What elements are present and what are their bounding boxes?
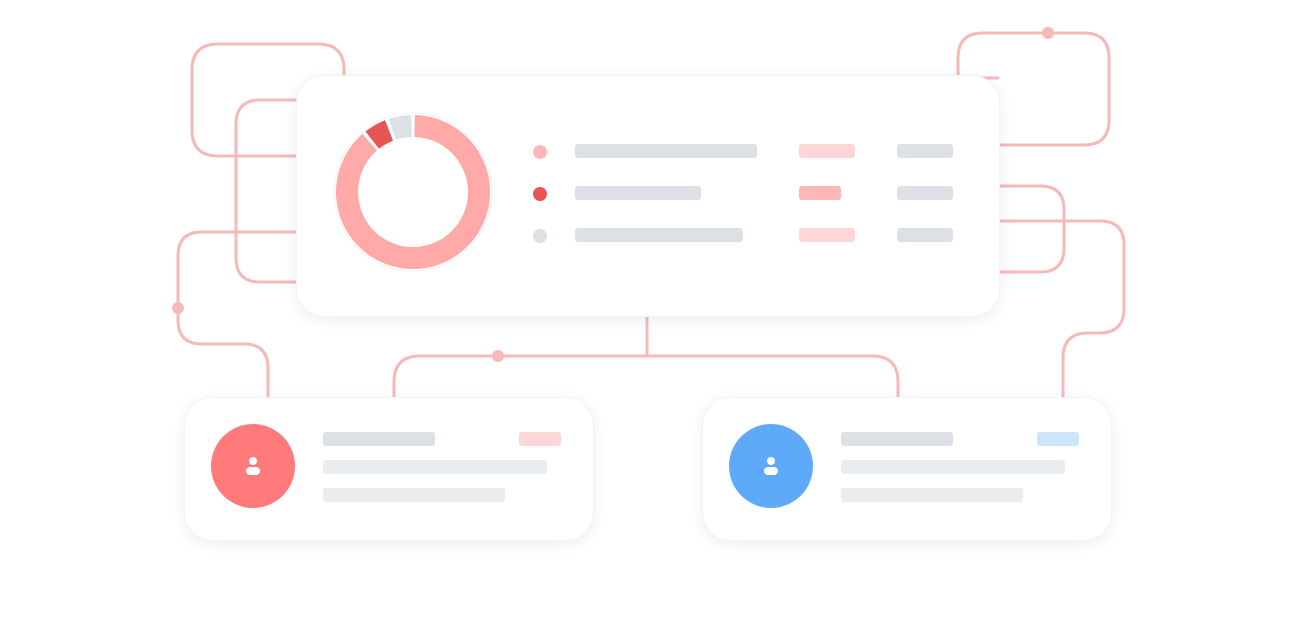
connector-right-middle (996, 184, 1066, 274)
legend-value-placeholder (897, 144, 953, 158)
donut-segment-accent (365, 120, 394, 149)
avatar (211, 424, 295, 508)
connector-left-branch (176, 230, 302, 400)
user-detail-placeholder (323, 488, 505, 502)
user-card[interactable] (702, 397, 1112, 541)
connector-left-outer (190, 42, 302, 158)
connector-right-top (956, 31, 1111, 147)
legend-value-placeholder (897, 186, 953, 200)
user-name-placeholder (323, 432, 435, 446)
legend-tag-placeholder (799, 144, 855, 158)
avatar (729, 424, 813, 508)
donut-segment-neutral (388, 115, 413, 140)
legend-label-placeholder (575, 144, 757, 158)
connector-left-outer-top (298, 42, 346, 80)
user-icon (764, 457, 778, 475)
user-tag-placeholder (1037, 432, 1079, 446)
legend-row-3 (533, 228, 963, 244)
donut-segment-large (336, 115, 490, 269)
legend-value-placeholder (897, 228, 953, 242)
connector-left-inner (234, 98, 302, 284)
connector-node-center (492, 350, 504, 362)
user-detail-placeholder (841, 460, 1065, 474)
legend-row-2 (533, 186, 963, 202)
user-card[interactable] (184, 397, 594, 541)
user-name-placeholder (841, 432, 953, 446)
user-detail-placeholder (323, 460, 547, 474)
legend-dot (533, 187, 547, 201)
donut-chart (333, 112, 493, 272)
legend-row-1 (533, 144, 963, 160)
connector-center-branch (392, 354, 900, 398)
legend-tag-placeholder (799, 228, 855, 242)
user-detail-placeholder (841, 488, 1023, 502)
connector-node-right-top (1042, 27, 1054, 39)
legend-tag-placeholder (799, 186, 841, 200)
legend-label-placeholder (575, 186, 701, 200)
connector-right-outer (996, 219, 1126, 400)
legend-label-placeholder (575, 228, 743, 242)
user-icon (246, 457, 260, 475)
legend-dot (533, 145, 547, 159)
summary-card (296, 75, 1000, 317)
user-tag-placeholder (519, 432, 561, 446)
connector-node-left (172, 302, 184, 314)
legend-dot (533, 229, 547, 243)
